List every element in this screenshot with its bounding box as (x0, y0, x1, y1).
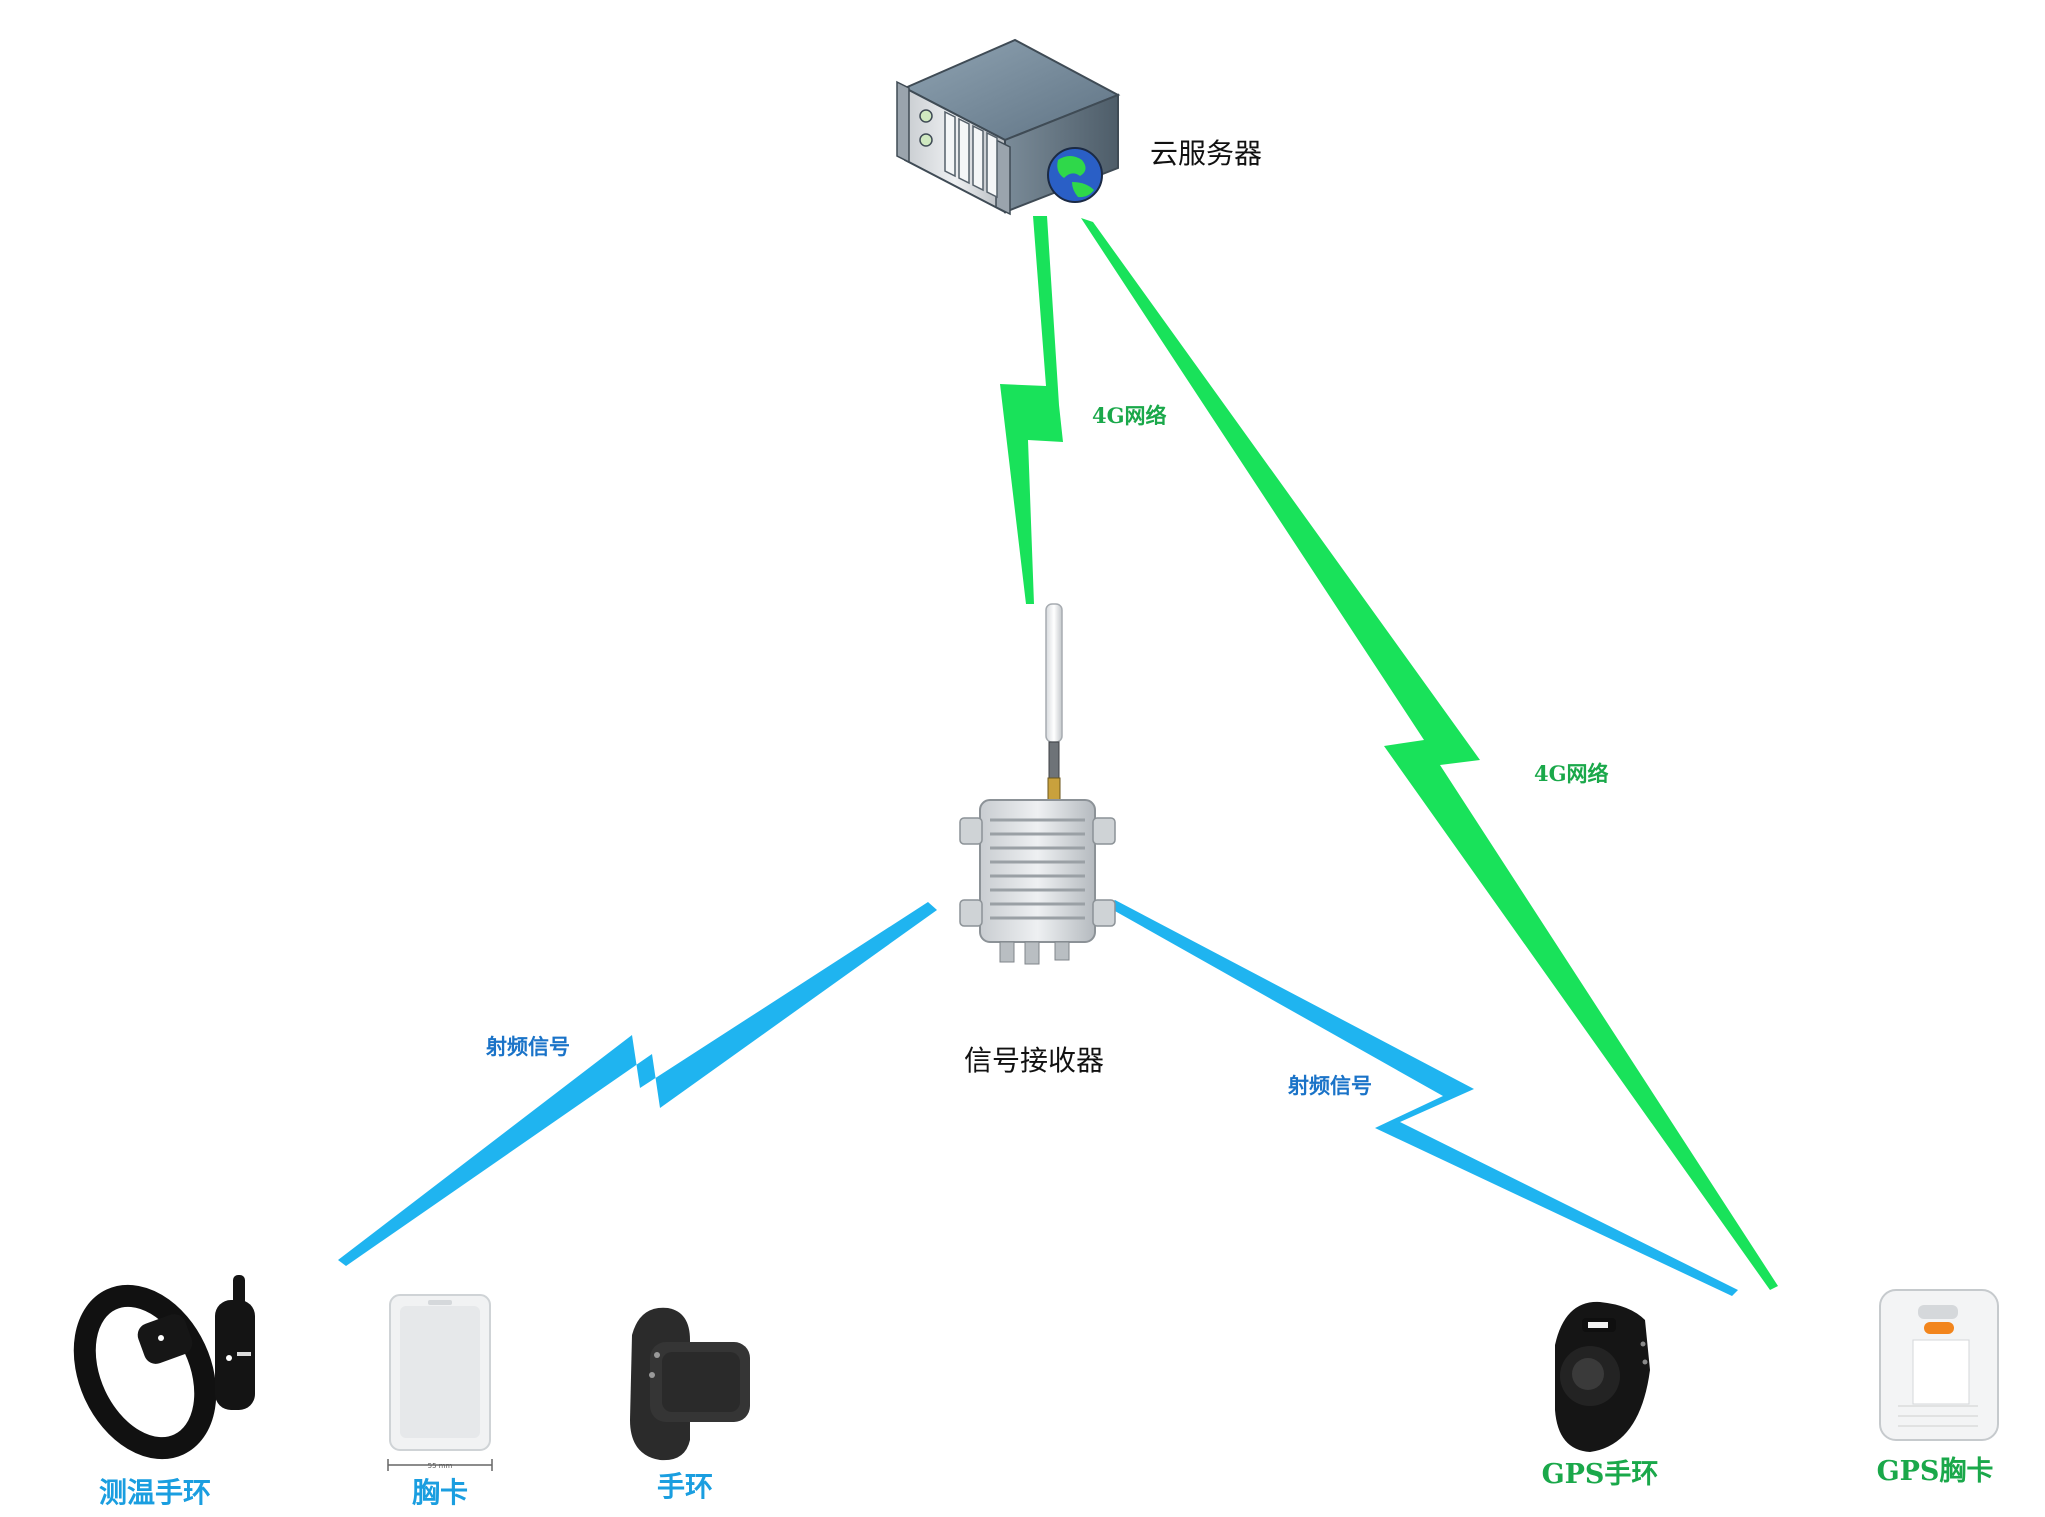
gps-badge-icon (1879, 1289, 1999, 1441)
antenna-receiver-icon (959, 603, 1116, 965)
link-receiver-left-rf (338, 902, 937, 1266)
link-label-4g-right: 4G网络 (1534, 761, 1609, 786)
gps-band-icon (1555, 1301, 1650, 1452)
link-server-gps-4g (1081, 218, 1778, 1290)
link-label-4g-left: 4G网络 (1092, 403, 1167, 428)
device-label-badge-card: 胸卡 (412, 1476, 468, 1509)
device-label-thermometer-band: 测温手环 (99, 1476, 211, 1509)
device-label-wristband: 手环 (657, 1470, 713, 1503)
device-label-gps-badge: GPS胸卡 (1877, 1456, 1994, 1487)
receiver-label: 信号接收器 (964, 1044, 1104, 1077)
wristband-icon (630, 1307, 750, 1461)
link-label-rf-right: 射频信号 (1287, 1073, 1372, 1098)
link-label-rf-left: 射频信号 (485, 1034, 570, 1059)
device-label-gps-band: GPS手环 (1542, 1459, 1659, 1490)
badge-card-caption: 55 mm (428, 1462, 453, 1470)
server-label: 云服务器 (1150, 137, 1262, 170)
link-receiver-right-rf (1106, 900, 1738, 1296)
badge-card-icon (387, 1294, 493, 1471)
thermometer-band-icon (73, 1275, 255, 1460)
link-server-receiver-4g (1000, 216, 1063, 604)
server-with-globe-icon (896, 38, 1121, 216)
